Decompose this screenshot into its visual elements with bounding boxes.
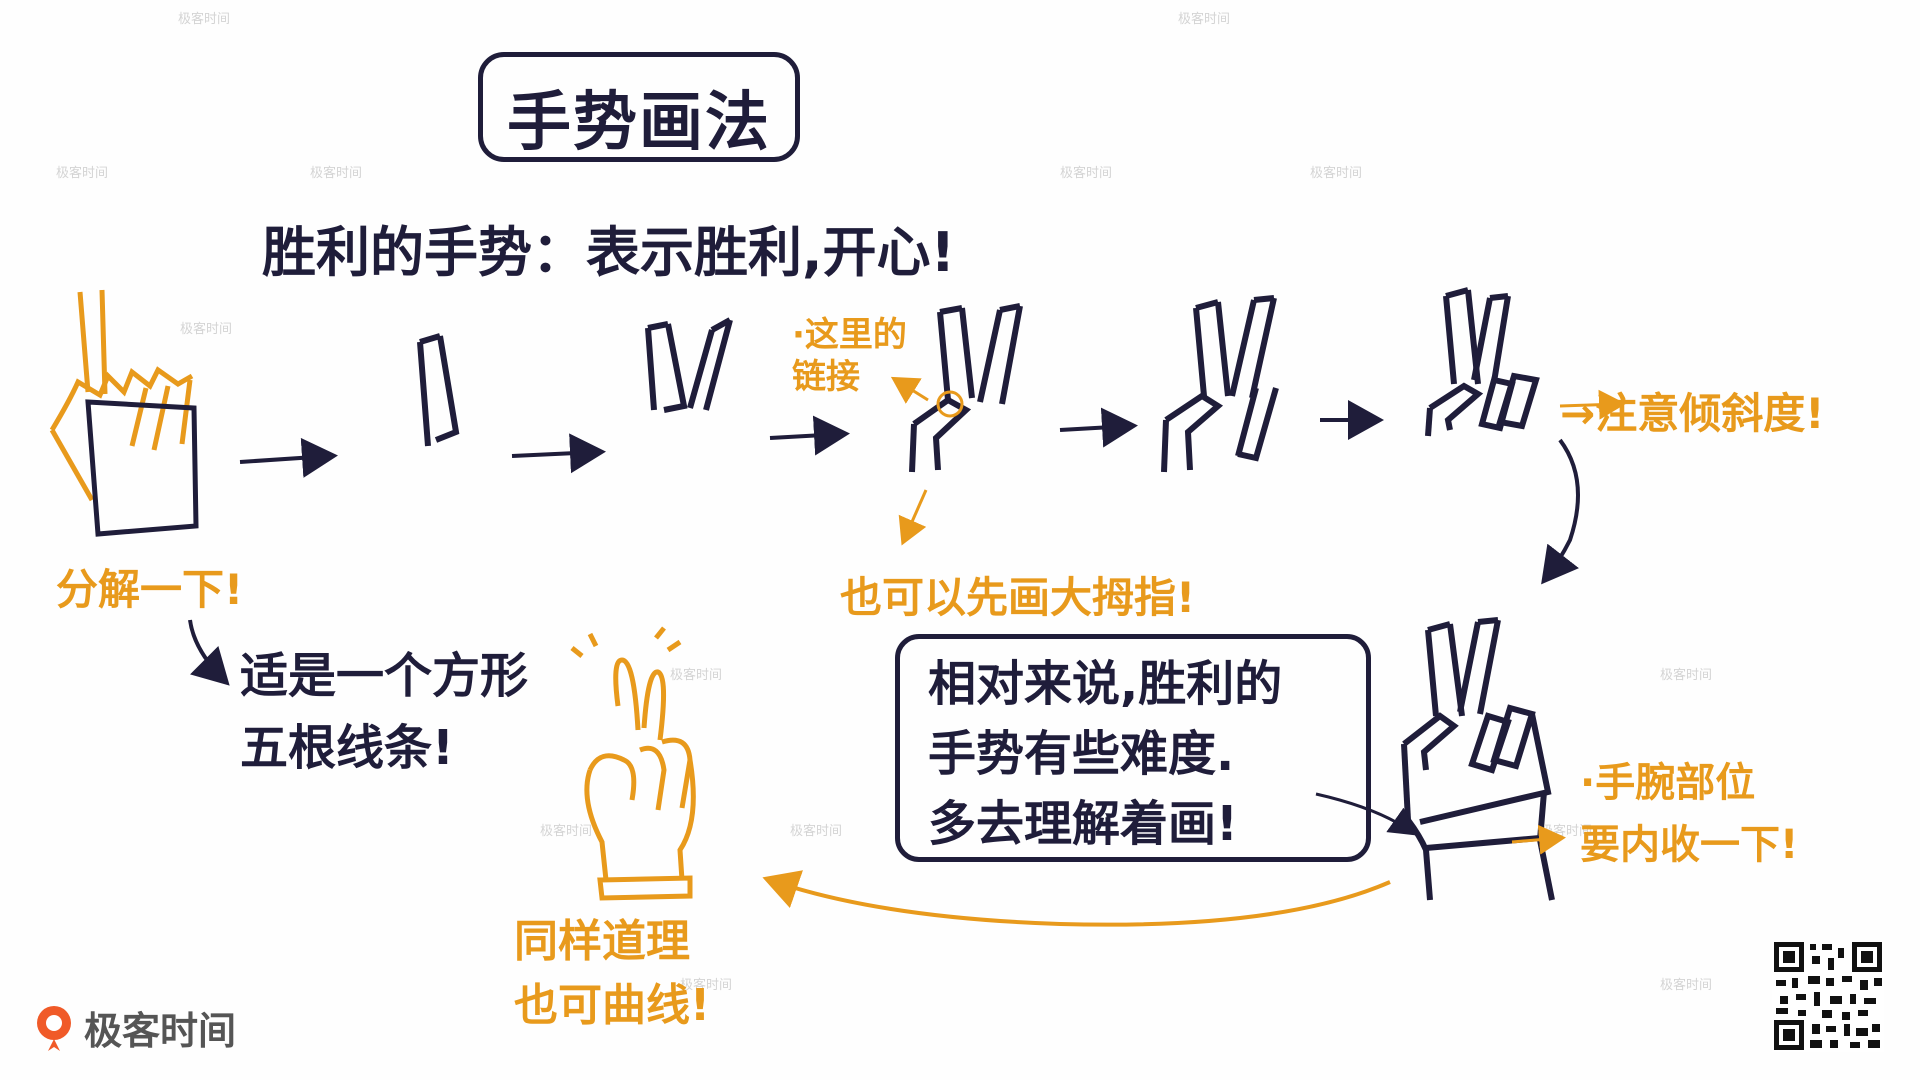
step-arrow xyxy=(511,433,606,474)
watermark: 极客时间 xyxy=(1310,166,1363,181)
final-hand-sketch-icon xyxy=(1401,617,1555,901)
thumb-note-arrow xyxy=(898,489,928,546)
link-note: ·这里的 链接 xyxy=(792,314,907,398)
step-arrow xyxy=(1059,407,1138,448)
geektime-logo-icon xyxy=(37,1005,71,1051)
decompose-arrow xyxy=(188,619,230,686)
watermark: 极客时间 xyxy=(180,322,233,337)
qr-code-icon xyxy=(1772,940,1884,1052)
tilt-note: →注意倾斜度! xyxy=(1560,389,1825,438)
decomposed-square-icon xyxy=(49,289,199,537)
logo-text: 极客时间 xyxy=(84,1009,237,1053)
geektime-logo: 极客时间 xyxy=(32,1000,236,1055)
wrist-note-line1: ·手腕部位 xyxy=(1580,760,1756,806)
link-note-line1: ·这里的 xyxy=(792,315,907,355)
link-step-sketch-icon xyxy=(909,303,1023,473)
full-gesture-sketch-icon xyxy=(1425,287,1540,437)
watermark: 极客时间 xyxy=(670,668,723,683)
watermark: 极客时间 xyxy=(1178,12,1231,27)
difficulty-note-text: 相对来说,胜利的 手势有些难度. 多去理解着画! xyxy=(928,649,1282,859)
watermark: 极客时间 xyxy=(540,824,593,839)
one-finger-sketch-icon xyxy=(417,333,460,447)
return-curve-arrow xyxy=(762,870,1391,927)
watermark: 极客时间 xyxy=(310,166,363,181)
wrist-note: ·手腕部位 要内收一下! xyxy=(1580,752,1798,876)
difficulty-note-box: 相对来说,胜利的 手势有些难度. 多去理解着画! xyxy=(895,634,1371,862)
wrist-note-line2: 要内收一下! xyxy=(1580,822,1799,868)
down-curve-arrow xyxy=(1541,438,1580,585)
curve-note-line2: 也可曲线! xyxy=(514,980,711,1031)
wrist-note-arrow xyxy=(1511,824,1566,855)
parts-note: 适是一个方形 五根线条! xyxy=(240,640,528,784)
link-highlight-circle xyxy=(936,390,964,418)
curved-victory-hand-icon xyxy=(570,626,696,901)
link-note-arrow xyxy=(890,376,929,404)
watermark: 极客时间 xyxy=(790,824,843,839)
parts-note-line2: 五根线条! xyxy=(240,720,454,776)
watermark: 极客时间 xyxy=(1660,978,1713,993)
three-finger-sketch-icon xyxy=(1161,295,1279,473)
thumb-first-note: 也可以先画大拇指! xyxy=(840,573,1196,622)
parts-note-line1: 适是一个方形 xyxy=(240,648,529,704)
tilt-note-arrow xyxy=(1559,389,1626,420)
watermark: 极客时间 xyxy=(1060,166,1113,181)
step-arrow xyxy=(769,415,850,456)
watermark: 极客时间 xyxy=(680,978,733,993)
watermark: 极客时间 xyxy=(1660,668,1713,683)
title-box: 手势画法 xyxy=(478,52,800,162)
curve-note-line1: 同样道理 xyxy=(514,916,690,967)
step-arrow xyxy=(239,437,338,478)
page-title: 手势画法 xyxy=(507,86,771,160)
watermark: 极客时间 xyxy=(56,166,109,181)
decompose-label: 分解一下! xyxy=(56,565,244,614)
note-line1: 相对来说,胜利的 xyxy=(928,656,1283,712)
curve-note: 同样道理 也可曲线! xyxy=(514,910,710,1038)
two-fingers-sketch-icon xyxy=(645,317,733,413)
subtitle: 胜利的手势：表示胜利,开心! xyxy=(262,221,956,284)
watermark: 极客时间 xyxy=(178,12,231,27)
note-line2: 手势有些难度. xyxy=(928,726,1235,782)
note-line3: 多去理解着画! xyxy=(928,796,1238,852)
link-note-line2: 链接 xyxy=(792,357,860,397)
